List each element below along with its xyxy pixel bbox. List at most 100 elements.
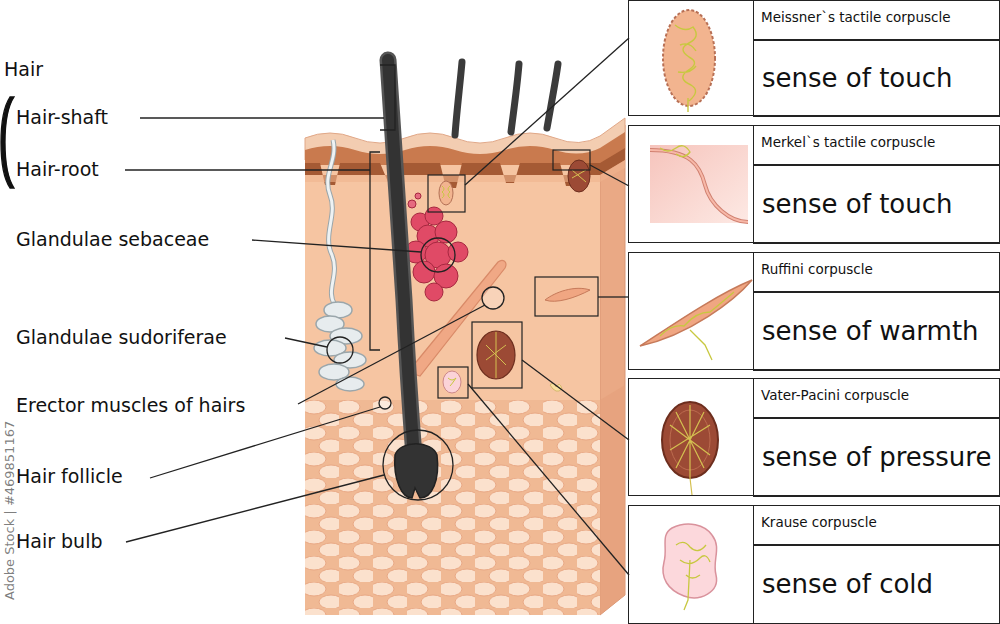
hair-part — [511, 64, 519, 132]
leader-lines-part — [252, 240, 421, 252]
sense-text: sense of cold — [753, 544, 1000, 624]
leader-lines-part — [482, 287, 504, 309]
part-label: Hair — [4, 58, 43, 80]
corpuscle-markers-part — [572, 170, 586, 182]
hair-part — [547, 64, 558, 128]
krause-picture-part — [676, 542, 710, 610]
corpuscle-markers-part — [443, 371, 461, 393]
merkel-picture-part — [650, 150, 748, 222]
leader-lines-part — [465, 38, 629, 185]
hair-part — [455, 62, 462, 135]
sebaceous-gland-part — [425, 283, 443, 301]
corpuscle-markers-part — [545, 288, 590, 301]
sweat-gland-part — [328, 140, 335, 305]
skin-block — [305, 118, 625, 615]
corpuscle-markers-part — [486, 332, 506, 378]
corpuscle-name: Meissner`s tactile corpuscle — [753, 0, 1000, 41]
corpuscle-name-text: Ruffini corpuscle — [761, 261, 873, 277]
corpuscle-markers-part — [535, 277, 598, 316]
sense-label: sense of warmth — [762, 316, 979, 346]
part-label: Hair-root — [16, 158, 99, 180]
pacini-picture — [662, 402, 718, 495]
hair-part — [388, 60, 415, 470]
leader-lines-part — [126, 475, 384, 542]
corpuscle-name: Krause corpuscle — [753, 505, 1000, 546]
corpuscle-name: Merkel`s tactile corpuscle — [753, 125, 1000, 166]
leader-lines-part — [468, 384, 629, 575]
leader-lines-part — [522, 360, 629, 440]
leader-lines-part — [370, 152, 380, 350]
skin-block-part — [305, 150, 600, 615]
leader-lines-part — [1, 97, 14, 188]
hair-part — [388, 60, 415, 470]
leader-lines-part — [421, 238, 455, 272]
sense-text: sense of pressure — [753, 417, 1000, 497]
skin-block-part — [600, 125, 625, 615]
sweat-gland — [314, 140, 366, 391]
leader-lines-part — [380, 65, 395, 130]
corpuscle-name-text: Krause corpuscle — [761, 514, 877, 530]
corpuscle-name-text: Merkel`s tactile corpuscle — [761, 134, 935, 150]
corpuscle-name: Vater-Pacini corpuscle — [753, 378, 1000, 419]
sense-text: sense of touch — [753, 39, 1000, 117]
leader-lines-part — [590, 165, 629, 186]
corpuscle-markers-part — [568, 160, 590, 192]
corpuscle-box: Krause corpuscle sense of cold — [628, 505, 1000, 624]
sweat-gland-part — [336, 377, 364, 391]
leader-lines-part — [598, 296, 629, 297]
sweat-gland-part — [328, 140, 335, 305]
merkel-picture — [650, 145, 748, 223]
part-label: Hair-shaft — [16, 106, 108, 128]
leader-lines-part — [285, 338, 327, 347]
part-label: Hair follicle — [16, 465, 123, 487]
corpuscle-markers-part — [442, 186, 450, 198]
leader-lines-part — [150, 407, 380, 478]
sebaceous-gland — [405, 193, 468, 301]
sebaceous-gland-part — [415, 193, 421, 199]
part-label: Glandulae sebaceae — [16, 228, 209, 250]
leader-lines-part — [125, 169, 370, 170]
ruffini-picture — [640, 280, 752, 360]
sense-label: sense of touch — [762, 189, 953, 219]
sense-text: sense of warmth — [753, 291, 1000, 371]
sense-label: sense of touch — [762, 63, 953, 93]
corpuscle-name: Ruffini corpuscle — [753, 252, 1000, 293]
sebaceous-gland-part — [408, 200, 416, 208]
krause-picture — [663, 524, 717, 610]
corpuscle-markers-part — [428, 175, 465, 212]
leader-lines — [0, 38, 629, 575]
corpuscle-box: Ruffini corpuscle sense of warmth — [628, 252, 1000, 370]
leader-lines-part — [140, 117, 384, 118]
meissner-picture-part — [663, 10, 715, 106]
part-label: Hair bulb — [16, 530, 103, 552]
corpuscle-box: Meissner`s tactile corpuscle sense of tou… — [628, 0, 1000, 116]
corpuscle-name-text: Meissner`s tactile corpuscle — [761, 9, 951, 25]
corpuscle-markers-part — [448, 378, 456, 386]
watermark: Adobe Stock | #469851167 — [2, 421, 17, 600]
corpuscle-markers-part — [477, 331, 515, 379]
corpuscle-markers-part — [439, 181, 453, 205]
corpuscle-name-text: Vater-Pacini corpuscle — [761, 387, 909, 403]
corpuscle-markers — [428, 150, 598, 398]
leader-lines-part — [379, 397, 391, 409]
part-label: Erector muscles of hairs — [16, 394, 245, 416]
leader-lines-part — [327, 337, 353, 363]
merkel-picture-part — [660, 146, 690, 157]
merkel-picture-part — [650, 150, 748, 222]
leader-lines-part — [298, 305, 485, 404]
sense-label: sense of pressure — [762, 442, 991, 472]
meissner-picture — [663, 10, 715, 112]
corpuscle-box: Vater-Pacini corpuscle sense of pressure — [628, 378, 1000, 496]
corpuscle-box: Merkel`s tactile corpuscle sense of touch — [628, 125, 1000, 243]
part-label: Glandulae sudoriferae — [16, 326, 227, 348]
corpuscle-markers-part — [550, 383, 562, 391]
leader-lines-part — [383, 430, 453, 500]
corpuscle-markers-part — [472, 322, 522, 388]
sense-text: sense of touch — [753, 164, 1000, 244]
corpuscle-markers-part — [553, 150, 590, 170]
hair — [388, 60, 558, 498]
corpuscle-markers-part — [438, 367, 468, 398]
